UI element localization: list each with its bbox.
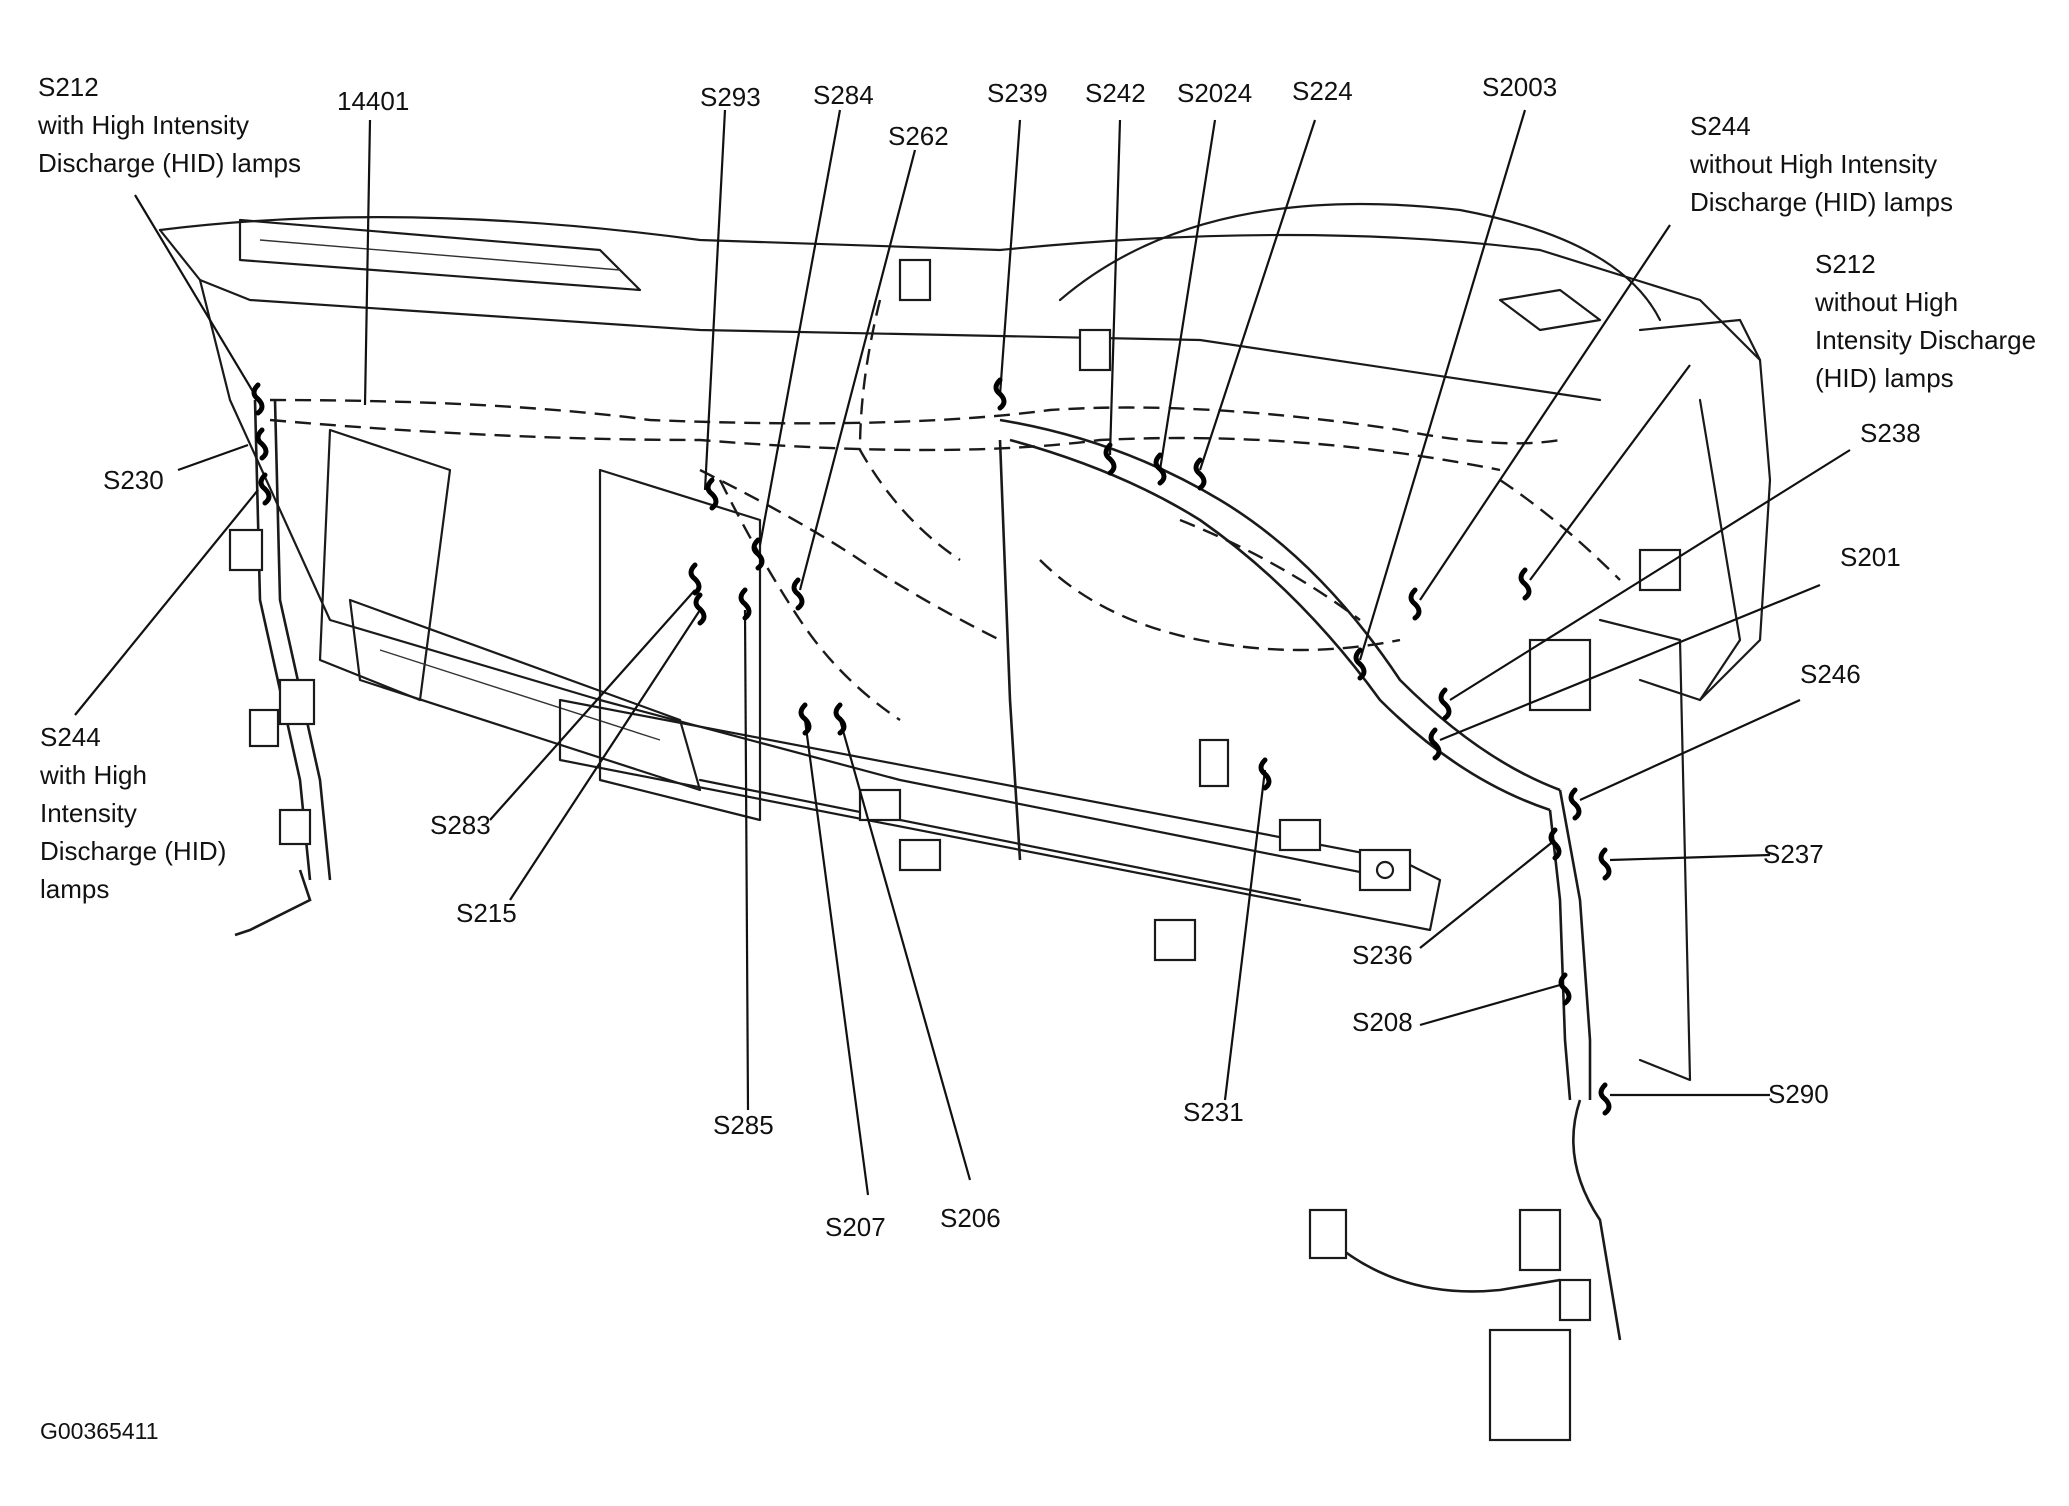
label-s244-without-hid: S244 without High Intensity Discharge (H… bbox=[1690, 111, 1953, 217]
label-s215: S215 bbox=[456, 898, 517, 928]
label-part-14401: 14401 bbox=[337, 86, 410, 116]
center-console-opening bbox=[318, 428, 762, 822]
connectors bbox=[228, 258, 1682, 1442]
label-s206: S206 bbox=[940, 1203, 1001, 1233]
label-s262: S262 bbox=[888, 121, 949, 151]
label-s2003: S2003 bbox=[1482, 72, 1558, 102]
label-s230: S230 bbox=[103, 465, 164, 495]
label-s212-without-hid: S212 without High Intensity Discharge (H… bbox=[1815, 249, 2037, 393]
label-s2024: S2024 bbox=[1177, 78, 1253, 108]
label-s246: S246 bbox=[1800, 659, 1861, 689]
label-s284: S284 bbox=[813, 80, 874, 110]
label-s212-with-hid: S212 with High Intensity Discharge (HID)… bbox=[38, 72, 301, 178]
label-s201: S201 bbox=[1840, 542, 1901, 572]
label-s207: S207 bbox=[825, 1212, 886, 1242]
label-s238: S238 bbox=[1860, 418, 1921, 448]
splice-markers bbox=[251, 377, 1612, 1116]
label-s244-with-hid: S244 with High Intensity Discharge (HID)… bbox=[40, 722, 227, 904]
figure-id: G00365411 bbox=[40, 1418, 159, 1444]
label-s283: S283 bbox=[430, 810, 491, 840]
label-s236: S236 bbox=[1352, 940, 1413, 970]
label-s237: S237 bbox=[1763, 839, 1824, 869]
label-s208: S208 bbox=[1352, 1007, 1413, 1037]
label-s231: S231 bbox=[1183, 1097, 1244, 1127]
label-s285: S285 bbox=[713, 1110, 774, 1140]
cross-car-beam bbox=[558, 698, 1442, 932]
wiring-harness-dashed bbox=[269, 299, 1621, 721]
label-s293: S293 bbox=[700, 82, 761, 112]
label-s239: S239 bbox=[987, 78, 1048, 108]
leader-lines bbox=[74, 109, 1851, 1196]
label-s224: S224 bbox=[1292, 76, 1353, 106]
label-s242: S242 bbox=[1085, 78, 1146, 108]
label-s290: S290 bbox=[1768, 1079, 1829, 1109]
